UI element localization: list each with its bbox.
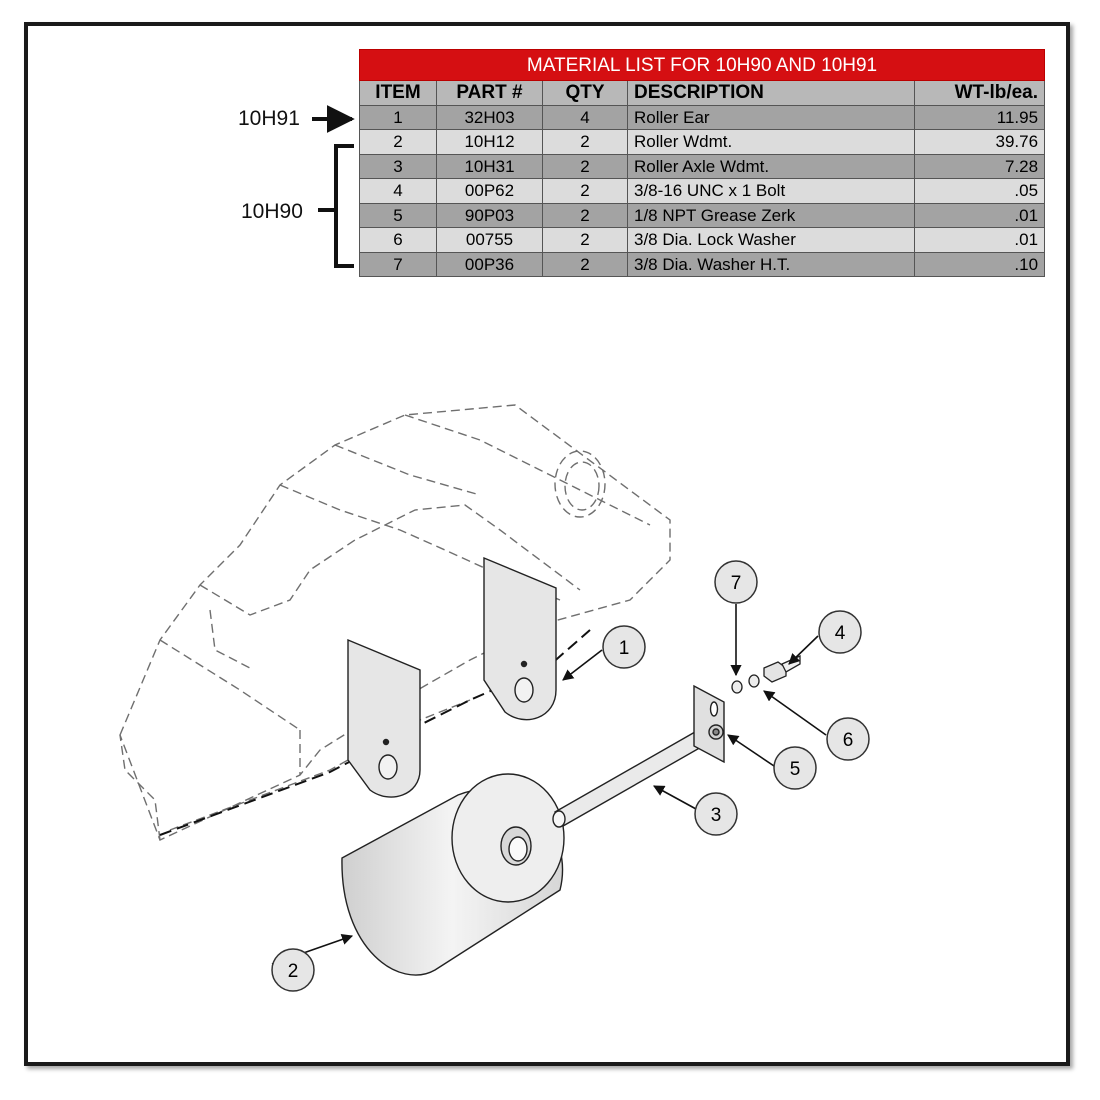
frame-phantom-outline <box>119 404 671 841</box>
group-label-10h91: 10H91 <box>238 107 300 130</box>
cell-item: 7 <box>359 251 437 277</box>
table-row: 7 00P36 2 3/8 Dia. Washer H.T. .10 <box>359 251 1046 277</box>
callout-label: 6 <box>843 730 854 751</box>
drawing-frame <box>24 22 1070 1066</box>
cell-description: 1/8 NPT Grease Zerk <box>627 202 915 228</box>
cell-part: 00P62 <box>436 178 543 204</box>
cell-qty: 2 <box>542 153 628 179</box>
cell-weight: .10 <box>913 251 1046 277</box>
cell-description: 3/8 Dia. Washer H.T. <box>627 251 915 277</box>
leader-lines <box>271 604 827 965</box>
callout-label: 3 <box>711 805 722 826</box>
callout-2: 2 <box>271 948 315 992</box>
roller-cylinder <box>341 773 565 976</box>
cell-item: 6 <box>359 227 437 253</box>
callout-6: 6 <box>826 717 870 761</box>
cell-part: 32H03 <box>436 104 543 130</box>
callout-3: 3 <box>694 792 738 836</box>
cell-weight: 7.28 <box>913 153 1046 179</box>
roller-ear-left <box>347 638 421 798</box>
callout-label: 2 <box>288 961 299 982</box>
cell-part: 10H31 <box>436 153 543 179</box>
cell-item: 4 <box>359 178 437 204</box>
cell-qty: 2 <box>542 251 628 277</box>
cell-item: 1 <box>359 104 437 130</box>
lock-washer <box>748 674 760 688</box>
cell-description: 3/8-16 UNC x 1 Bolt <box>627 178 915 204</box>
cell-qty: 2 <box>542 129 628 155</box>
table-row: 4 00P62 2 3/8-16 UNC x 1 Bolt .05 <box>359 178 1046 204</box>
callout-label: 4 <box>835 623 846 644</box>
cell-weight: 39.76 <box>913 129 1046 155</box>
group-10h90-bracket <box>318 144 354 268</box>
cell-part: 90P03 <box>436 202 543 228</box>
cell-qty: 2 <box>542 178 628 204</box>
callout-5: 5 <box>773 746 817 790</box>
bolt <box>763 654 801 683</box>
cell-qty: 4 <box>542 104 628 130</box>
table-row: 6 00755 2 3/8 Dia. Lock Washer .01 <box>359 227 1046 253</box>
cell-description: Roller Wdmt. <box>627 129 915 155</box>
header-weight: WT-lb/ea. <box>913 80 1046 106</box>
callout-label: 1 <box>619 638 630 659</box>
callout-7: 7 <box>714 560 758 604</box>
table-row: 3 10H31 2 Roller Axle Wdmt. 7.28 <box>359 153 1046 179</box>
roller-axle <box>552 684 725 828</box>
callout-label: 7 <box>731 573 742 594</box>
cell-weight: .01 <box>913 202 1046 228</box>
cell-item: 2 <box>359 129 437 155</box>
cell-part: 10H12 <box>436 129 543 155</box>
header-description: DESCRIPTION <box>627 80 915 106</box>
cell-weight: .05 <box>913 178 1046 204</box>
callout-4: 4 <box>818 610 862 654</box>
roller-ear-right <box>483 556 557 721</box>
callout-label: 5 <box>790 759 801 780</box>
header-qty: QTY <box>542 80 628 106</box>
cell-qty: 2 <box>542 202 628 228</box>
cell-weight: 11.95 <box>913 104 1046 130</box>
washer-ht <box>731 680 743 694</box>
group-label-10h90: 10H90 <box>241 200 303 223</box>
table-row: 2 10H12 2 Roller Wdmt. 39.76 <box>359 129 1046 155</box>
table-row: 5 90P03 2 1/8 NPT Grease Zerk .01 <box>359 202 1046 228</box>
material-list-table: MATERIAL LIST FOR 10H90 AND 10H91 ITEM P… <box>358 49 1046 277</box>
cell-part: 00755 <box>436 227 543 253</box>
callout-1: 1 <box>602 625 646 669</box>
cell-description: 3/8 Dia. Lock Washer <box>627 227 915 253</box>
table-title: MATERIAL LIST FOR 10H90 AND 10H91 <box>358 49 1046 81</box>
cell-part: 00P36 <box>436 251 543 277</box>
